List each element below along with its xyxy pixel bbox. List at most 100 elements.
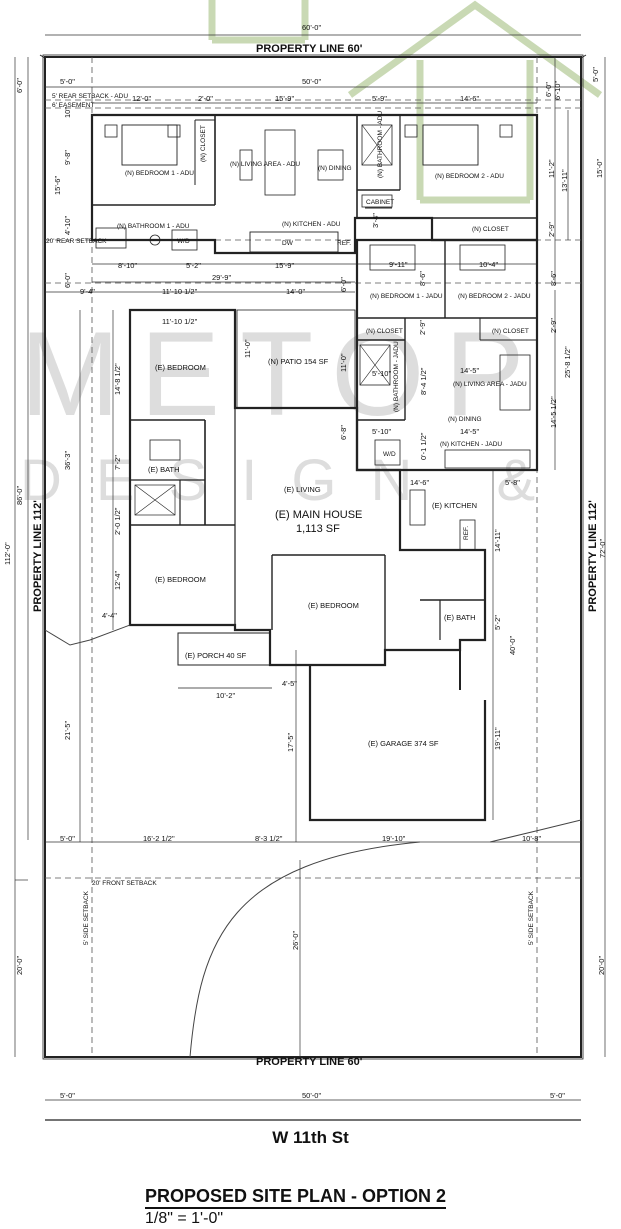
dim-label: 29'-9" — [212, 273, 231, 282]
dim-label: 16'-2 1/2" — [143, 834, 175, 843]
dim-label: 7'-2" — [113, 455, 122, 470]
main-house-sf-label: 1,113 SF — [296, 523, 340, 535]
dim-label: 8'-4 1/2" — [419, 367, 428, 395]
dim-label: 14'-11" — [493, 529, 502, 552]
dim-label: 5'-0" — [60, 834, 75, 843]
closet-adu-label: (N) CLOSET — [200, 125, 207, 162]
e-bath1-label: (E) BATH — [148, 465, 180, 474]
dim-label: 14'-6" — [410, 478, 429, 487]
pl-bottom-label: PROPERTY LINE 60' — [256, 1056, 363, 1068]
dim-label: 11'-10 1/2" — [162, 287, 198, 296]
dim-label: 11'-10 1/2" — [162, 317, 198, 326]
dining-adu-label: (N) DINING — [318, 165, 352, 172]
garage-building — [308, 649, 487, 822]
bathroom1-adu-label: (N) BATHROOM 1 - ADU — [117, 223, 190, 230]
dim-label: 21'-5" — [63, 721, 72, 740]
dim-label: 4'-10" — [63, 216, 72, 235]
dim-label: 8'-6" — [418, 271, 427, 286]
kitchen-adu-label: (N) KITCHEN - ADU — [282, 221, 341, 228]
dim-label: 13'-11" — [560, 169, 569, 192]
svg-text:METOP: METOP — [20, 307, 545, 441]
pl-top-label: PROPERTY LINE 60' — [256, 43, 363, 55]
garage-label: (E) GARAGE 374 SF — [368, 739, 439, 748]
ref1-label: REF. — [337, 240, 351, 247]
dim-label: 19'-10" — [382, 834, 406, 843]
dim-label: 2'-0 1/2" — [113, 507, 122, 535]
bedroom2-adu-label: (N) BEDROOM 2 - ADU — [435, 173, 504, 180]
patio-label: (N) PATIO 154 SF — [268, 357, 329, 366]
property-boundary — [39, 54, 587, 1060]
wd2-label: W/D — [383, 451, 396, 458]
dim-label: 6'-10" — [553, 81, 562, 100]
dim-label: 50'-0" — [302, 1091, 321, 1100]
dim-label: 4'-5" — [282, 679, 297, 688]
metop-watermark: METOP DESIGN & BUILD — [20, 307, 621, 513]
dim-label: 11'-0" — [339, 353, 348, 372]
e-bedroom1-label: (E) BEDROOM — [155, 363, 206, 372]
dim-label: 10'-4" — [479, 260, 498, 269]
dim-label: 10" — [63, 107, 72, 118]
dim-label: 15'-9" — [275, 94, 294, 103]
dim-label: 5'-0" — [591, 67, 600, 82]
pl-right-label: PROPERTY LINE 112' — [587, 500, 599, 612]
bedroom1-jadu-label: (N) BEDROOM 1 - JADU — [370, 293, 443, 300]
porch-label: (E) PORCH 40 SF — [185, 651, 247, 660]
closet-j2-label: (N) CLOSET — [492, 328, 529, 335]
plan-title: PROPOSED SITE PLAN - OPTION 2 — [145, 1185, 447, 1209]
adu-building — [90, 113, 539, 255]
dim-label: 5'-10" — [372, 369, 391, 378]
boundary-labels: PROPERTY LINE 60' PROPERTY LINE 60' PROP… — [32, 43, 599, 1068]
dim-label: 19'-11" — [493, 727, 502, 750]
dimension-lines — [14, 34, 606, 1101]
main-house — [128, 308, 487, 689]
pl-left-label: PROPERTY LINE 112' — [32, 500, 44, 612]
dim-label: 2'-9" — [549, 318, 558, 333]
dim-label: 15'-6" — [53, 176, 62, 195]
dim-label: 5'-2" — [186, 261, 201, 270]
dim-label: 112'-0" — [3, 542, 12, 565]
dim-label: 5'-10" — [372, 427, 391, 436]
cabinet-label: CABINET — [366, 199, 394, 206]
plan-scale: 1/8" = 1'-0" — [145, 1210, 224, 1227]
bedroom2-jadu-label: (N) BEDROOM 2 - JADU — [458, 293, 531, 300]
street-name: W 11th St — [272, 1128, 349, 1147]
svg-text:DESIGN & BUILD: DESIGN & BUILD — [20, 448, 621, 513]
dim-label: 6'-0" — [339, 277, 348, 292]
dim-label: 17'-5" — [286, 733, 295, 752]
easement-label: 6' EASEMENT — [52, 102, 94, 109]
dim-label: 0'-1 1/2" — [419, 432, 428, 460]
dim-label: 14'-5 1/2" — [549, 396, 558, 428]
dim-label: 10'-2" — [216, 691, 235, 700]
dim-label: 5'-0" — [550, 1091, 565, 1100]
dim-label: 5'-0" — [60, 77, 75, 86]
jadu-building — [355, 238, 539, 472]
rear-setback-adu-label: 5' REAR SETBACK - ADU — [52, 93, 128, 100]
dim-label: 20'-0" — [15, 956, 24, 975]
e-bedroom2-label: (E) BEDROOM — [155, 575, 206, 584]
e-living-label: (E) LIVING — [284, 485, 321, 494]
dim-label: 40'-0" — [508, 636, 517, 655]
kitchen-jadu-label: (N) KITCHEN - JADU — [440, 441, 502, 448]
dim-label: 12'-0" — [132, 94, 151, 103]
bedroom1-adu-label: (N) BEDROOM 1 - ADU — [125, 170, 194, 177]
dim-label: 20'-0" — [597, 956, 606, 975]
dim-label: 8'-6" — [549, 271, 558, 286]
dim-label: 72'-0" — [598, 539, 607, 558]
logo-watermark — [208, 0, 603, 204]
dim-label: 2'-9" — [547, 222, 556, 237]
rear-setback-20-label: 20' REAR SETBACK — [46, 238, 107, 245]
dim-label: 5'-0" — [60, 1091, 75, 1100]
dim-label: 50'-0" — [302, 77, 321, 86]
dim-label: 25'-8 1/2" — [563, 346, 572, 378]
wd1-label: W/D — [177, 238, 190, 245]
dim-label: 9'-4" — [80, 287, 95, 296]
dim-label: 3'-4" — [371, 213, 380, 228]
dim-label: 36'-3" — [63, 451, 72, 470]
dim-label: 26'-0" — [291, 931, 300, 950]
ref2-label: REF. — [463, 526, 470, 540]
dim-label: 2'-0" — [198, 94, 213, 103]
dim-label: 2'-9" — [418, 320, 427, 335]
side-fence — [44, 624, 582, 843]
bathroom-jadu-label: (N) BATHROOM - JADU — [393, 341, 400, 412]
